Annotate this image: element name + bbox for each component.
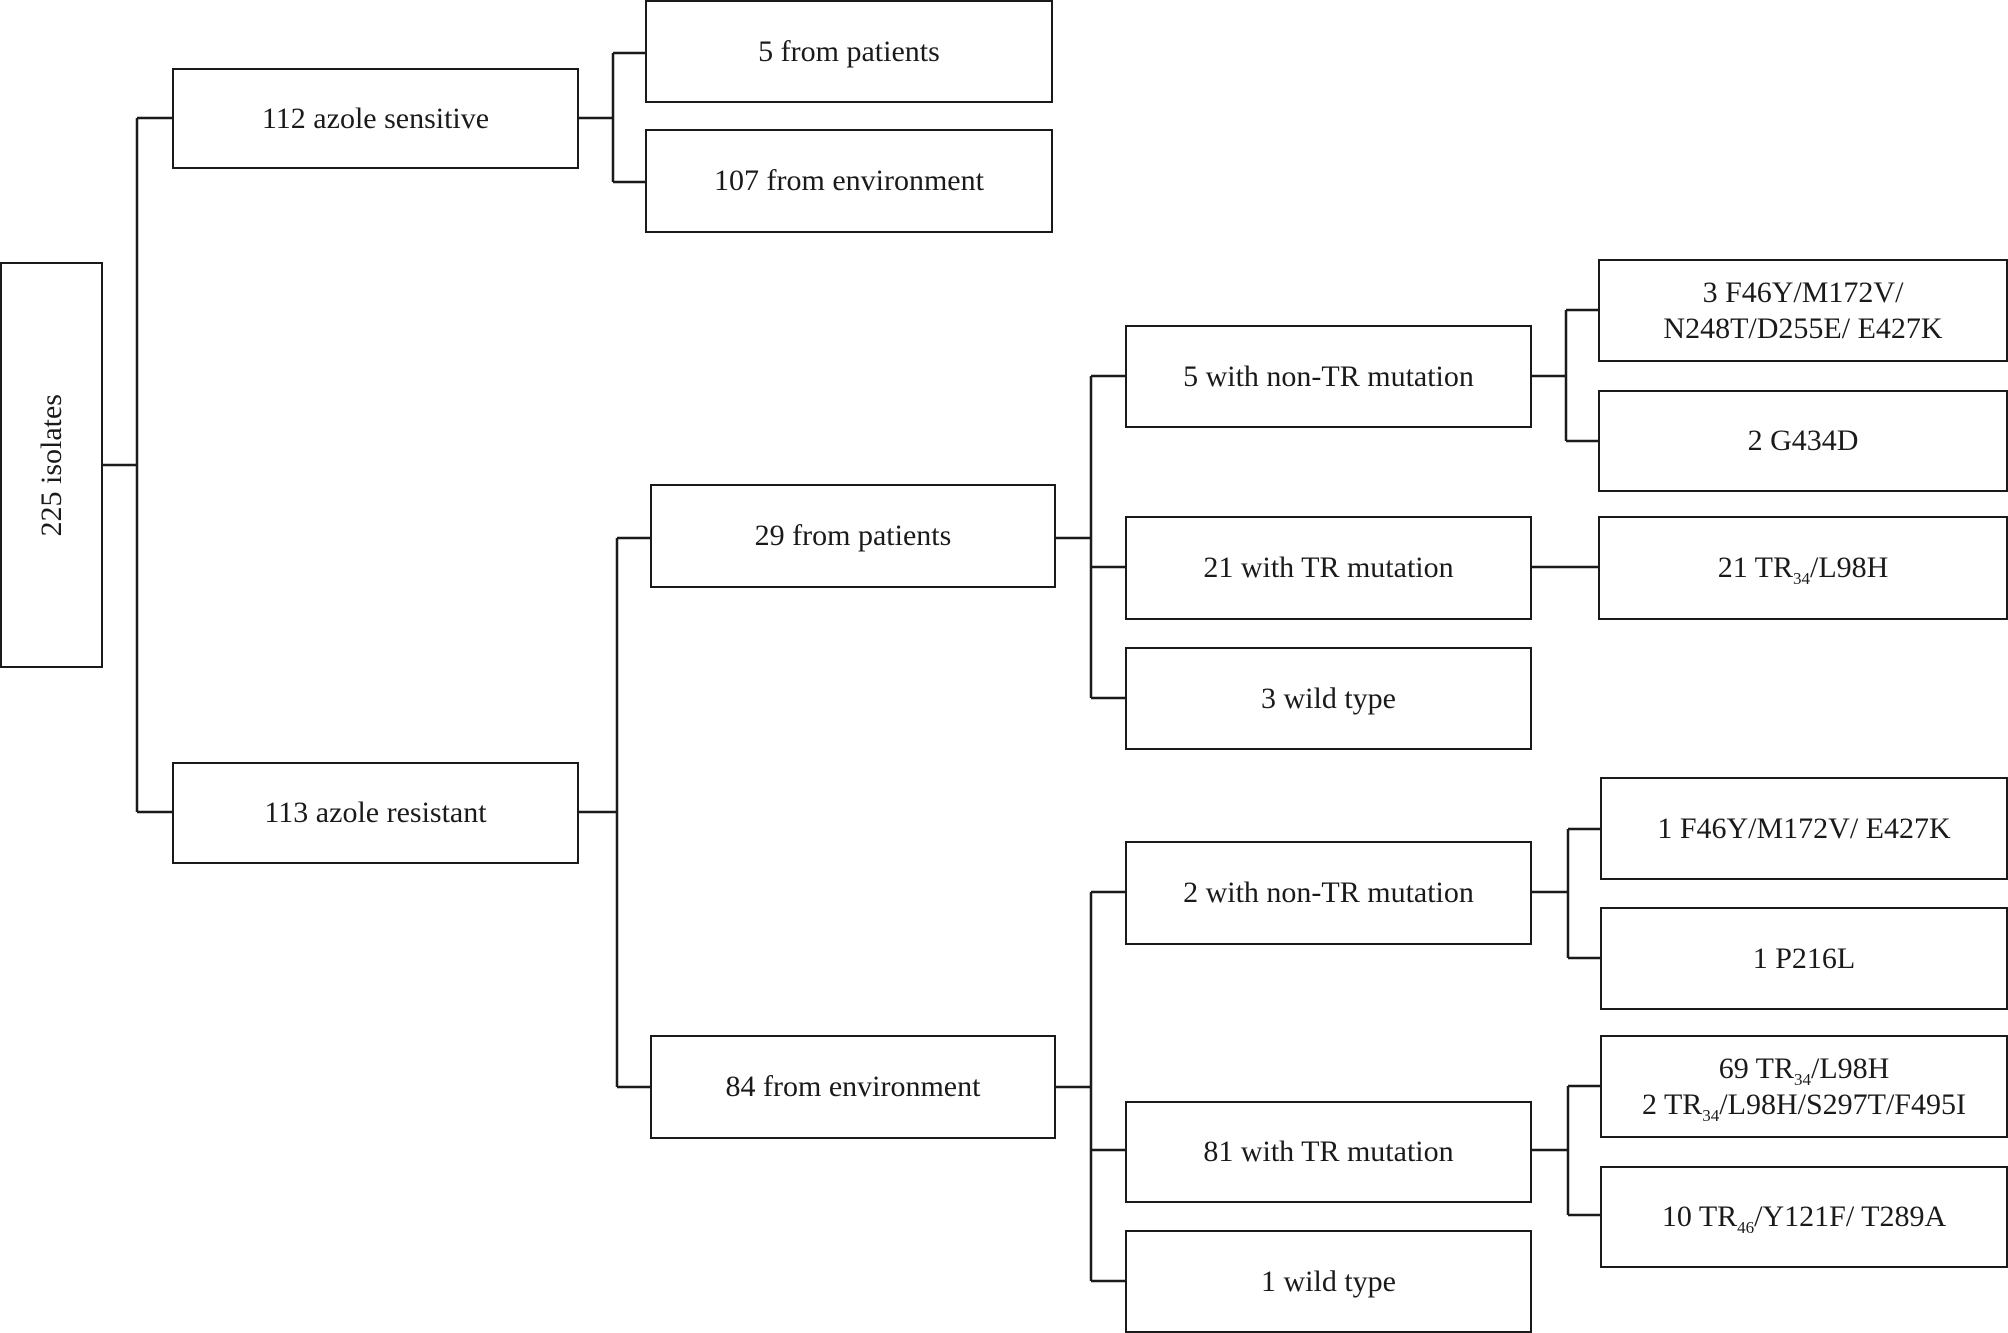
environment-non-tr-label: 2 with non-TR mutation bbox=[1183, 876, 1474, 909]
resistant-patients-label: 29 from patients bbox=[754, 519, 952, 552]
root-node: 225 isolates bbox=[0, 262, 103, 668]
environment-non-tr-node: 2 with non-TR mutation bbox=[1125, 841, 1532, 945]
resistant-environment-node: 84 from environment bbox=[650, 1035, 1056, 1139]
connector-environment-non-tr bbox=[1531, 827, 1601, 960]
connector-resistant bbox=[578, 536, 651, 1089]
environment-non-tr-item-2: 1 P216L bbox=[1600, 907, 2008, 1010]
patients-tr-item-1: 21 TR34/L98H bbox=[1598, 516, 2008, 620]
sensitive-environment-label: 107 from environment bbox=[714, 164, 984, 197]
patients-non-tr-item-1-line-1: 3 F46Y/M172V/ bbox=[1702, 275, 1904, 309]
resistant-patients-node: 29 from patients bbox=[650, 484, 1056, 588]
resistant-environment-label: 84 from environment bbox=[725, 1070, 981, 1103]
patients-non-tr-node: 5 with non-TR mutation bbox=[1125, 325, 1532, 428]
connector-sensitive bbox=[578, 51, 646, 184]
patients-wild-type-node: 3 wild type bbox=[1125, 647, 1532, 750]
environment-non-tr-item-1: 1 F46Y/M172V/ E427K bbox=[1600, 777, 2008, 880]
sensitive-environment-node: 107 from environment bbox=[645, 129, 1053, 233]
environment-tr-label: 81 with TR mutation bbox=[1203, 1135, 1454, 1168]
patients-tr-node: 21 with TR mutation bbox=[1125, 516, 1532, 620]
azole-resistant-label: 113 azole resistant bbox=[264, 796, 487, 829]
environment-tr-item-1-line-1: 69 TR34/L98H bbox=[1718, 1051, 1890, 1089]
environment-tr-item-1-line-2: 2 TR34/L98H/S297T/F495I bbox=[1642, 1087, 1966, 1125]
azole-sensitive-label: 112 azole sensitive bbox=[261, 101, 490, 135]
sensitive-patients-label: 5 from patients bbox=[758, 34, 940, 68]
patients-non-tr-item-1-line-2: N248T/D255E/ E427K bbox=[1663, 311, 1943, 345]
patients-non-tr-label: 5 with non-TR mutation bbox=[1183, 359, 1474, 393]
connector-environment-tr bbox=[1531, 1084, 1601, 1217]
environment-wild-type-node: 1 wild type bbox=[1125, 1230, 1532, 1333]
patients-tr-item-1-label: 21 TR34/L98H bbox=[1717, 551, 1889, 588]
patients-non-tr-item-2-label: 2 G434D bbox=[1747, 424, 1859, 457]
connector-environment bbox=[1055, 890, 1126, 1283]
connector-patients-non-tr bbox=[1531, 308, 1599, 443]
azole-resistant-node: 113 azole resistant bbox=[172, 762, 579, 864]
patients-non-tr-item-2: 2 G434D bbox=[1598, 390, 2008, 492]
environment-tr-item-2: 10 TR46/Y121F/ T289A bbox=[1600, 1166, 2008, 1268]
root-label: 225 isolates bbox=[34, 393, 68, 537]
patients-non-tr-item-1: 3 F46Y/M172V/ N248T/D255E/ E427K bbox=[1598, 259, 2008, 362]
patients-wild-type-label: 3 wild type bbox=[1261, 681, 1396, 715]
azole-sensitive-node: 112 azole sensitive bbox=[172, 68, 579, 169]
environment-non-tr-item-2-label: 1 P216L bbox=[1752, 941, 1856, 975]
environment-tr-item-2-label: 10 TR46/Y121F/ T289A bbox=[1661, 1200, 1947, 1237]
connector-patients bbox=[1055, 374, 1126, 700]
environment-non-tr-item-1-label: 1 F46Y/M172V/ E427K bbox=[1657, 811, 1951, 845]
connector-root bbox=[102, 116, 173, 814]
sensitive-patients-node: 5 from patients bbox=[645, 0, 1053, 103]
patients-tr-label: 21 with TR mutation bbox=[1203, 551, 1454, 584]
environment-tr-node: 81 with TR mutation bbox=[1125, 1101, 1532, 1203]
environment-wild-type-label: 1 wild type bbox=[1261, 1264, 1396, 1298]
environment-tr-item-1: 69 TR34/L98H 2 TR34/L98H/S297T/F495I bbox=[1600, 1035, 2008, 1138]
